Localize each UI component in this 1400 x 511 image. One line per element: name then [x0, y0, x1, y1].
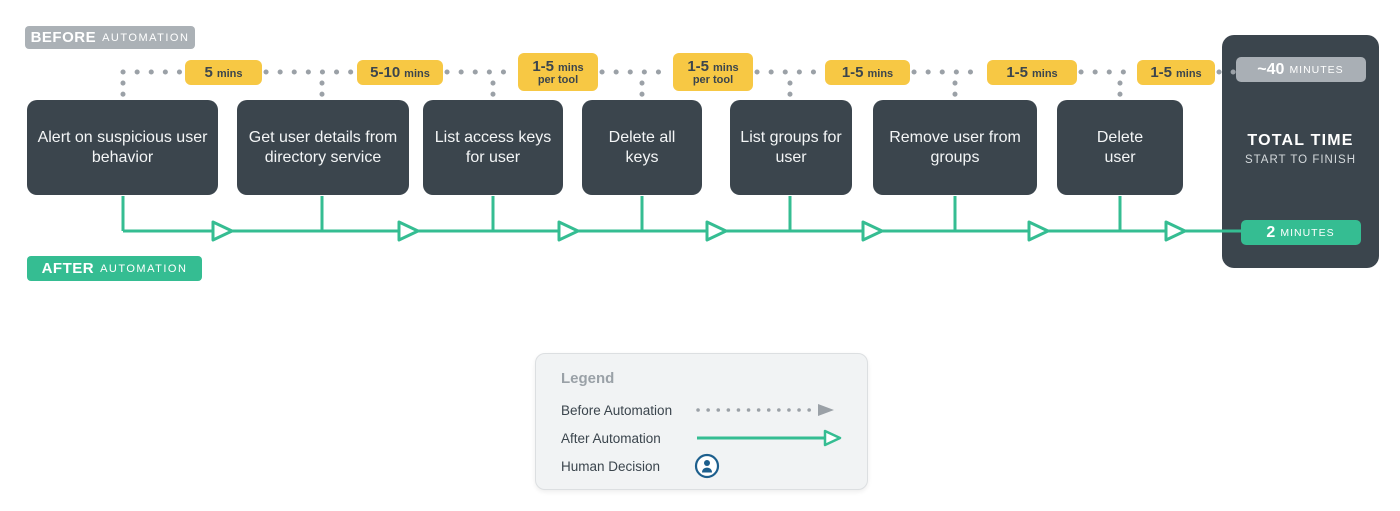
duration-value: 5-10: [370, 64, 401, 81]
before-total-badge: ~40 MINUTES: [1235, 57, 1366, 82]
duration-unit: mins: [216, 68, 243, 80]
after-total-value: 2: [1266, 223, 1276, 241]
total-time-panel: ~40 MINUTES TOTAL TIME START TO FINISH 2…: [1222, 35, 1379, 268]
duration-value: 5: [204, 64, 213, 81]
step-box-delete-user: Delete user: [1057, 100, 1183, 195]
duration-value: 1-5: [687, 58, 709, 75]
duration-value: 1-5: [841, 64, 864, 81]
legend-row-after: After Automation: [561, 424, 867, 452]
legend-row-human: Human Decision: [561, 452, 867, 480]
duration-unit: mins: [1032, 68, 1058, 80]
legend-after-label: After Automation: [561, 430, 661, 446]
duration-value: 1-5: [1006, 64, 1028, 81]
duration-unit: mins: [1176, 68, 1202, 80]
duration-badge-7: 1-5 mins: [1137, 60, 1215, 85]
duration-unit: mins: [404, 68, 430, 80]
after-automation-badge: AFTER AUTOMATION: [27, 256, 202, 281]
duration-value: 1-5: [532, 58, 554, 75]
duration-note: per tool: [692, 74, 734, 86]
panel-subtitle: START TO FINISH: [1244, 154, 1357, 166]
solid-arrow-icon: [694, 429, 844, 447]
step-box-list-groups: List groups for user: [730, 100, 852, 195]
duration-unit: mins: [713, 62, 739, 74]
legend: Legend Before Automation After Automatio…: [535, 353, 868, 490]
after-solid-flowline: [121, 196, 1247, 233]
after-total-badge: 2 MINUTES: [1240, 220, 1361, 245]
duration-note: per tool: [537, 74, 579, 86]
panel-title: TOTAL TIME: [1247, 132, 1354, 149]
legend-title: Legend: [561, 370, 615, 387]
before-total-value: ~40: [1257, 60, 1285, 78]
before-total-unit: MINUTES: [1289, 63, 1344, 76]
after-arrow-icons: [211, 220, 1187, 242]
legend-row-before: Before Automation: [561, 396, 867, 424]
human-decision-icon: [694, 453, 720, 479]
after-badge-strong: AFTER: [41, 260, 95, 277]
step-box-alert: Alert on suspicious user behavior: [27, 100, 218, 195]
before-badge-strong: BEFORE: [30, 29, 97, 46]
legend-human-label: Human Decision: [561, 458, 661, 474]
duration-badge-3: 1-5 mins per tool: [518, 53, 598, 91]
duration-badge-6: 1-5 mins: [987, 60, 1077, 85]
after-badge-rest: AUTOMATION: [100, 262, 188, 275]
before-badge-rest: AUTOMATION: [102, 31, 190, 44]
duration-unit: mins: [558, 62, 584, 74]
legend-before-label: Before Automation: [561, 402, 673, 418]
duration-unit: mins: [867, 68, 894, 80]
step-box-delete-all-keys: Delete all keys: [582, 100, 702, 195]
duration-badge-4: 1-5 mins per tool: [673, 53, 753, 91]
step-box-get-user-details: Get user details from directory service: [237, 100, 409, 195]
step-box-list-access-keys: List access keys for user: [423, 100, 563, 195]
step-box-remove-user-from-groups: Remove user from groups: [873, 100, 1037, 195]
after-total-unit: MINUTES: [1280, 226, 1335, 239]
duration-value: 1-5: [1150, 64, 1172, 81]
dotted-arrow-icon: [694, 402, 842, 418]
before-automation-badge: BEFORE AUTOMATION: [25, 26, 195, 49]
